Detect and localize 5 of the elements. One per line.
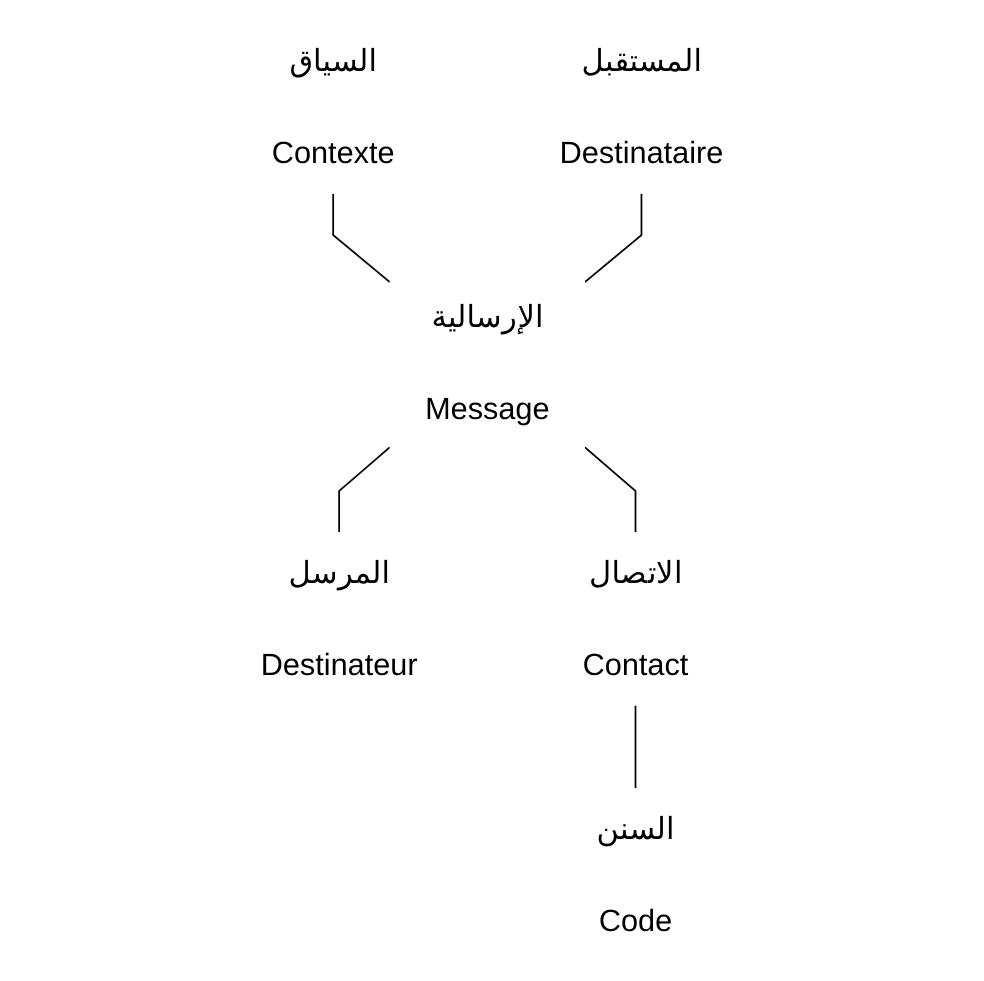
connector xyxy=(338,446,390,532)
connector xyxy=(584,193,642,282)
connector xyxy=(332,193,390,282)
connector xyxy=(634,705,636,788)
connector xyxy=(584,446,636,532)
